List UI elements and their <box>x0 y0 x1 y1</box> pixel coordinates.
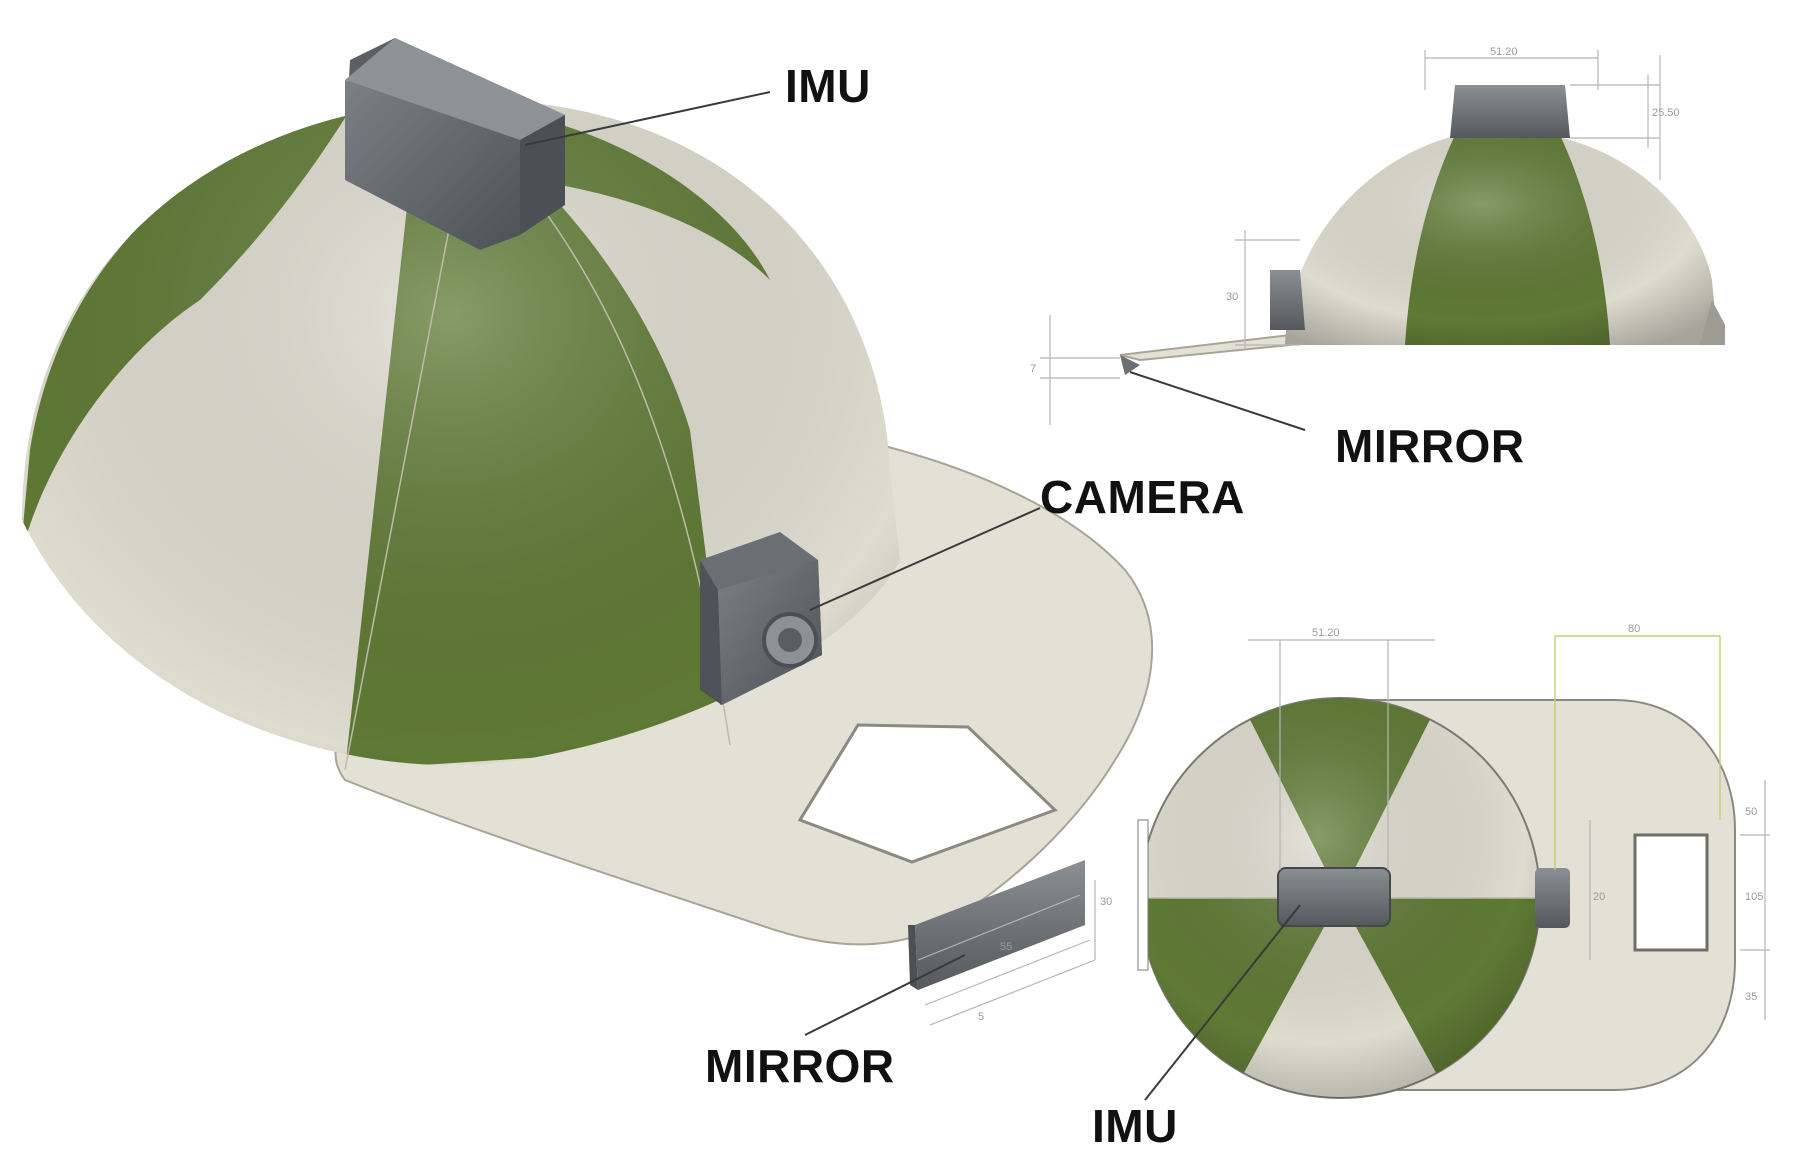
camera-device-main <box>700 532 822 705</box>
side-imu-device <box>1450 85 1570 138</box>
label-imu-top: IMU <box>1092 1100 1178 1152</box>
leader-camera <box>809 507 1041 611</box>
dim-top-right-3: 35 <box>1745 991 1757 1003</box>
side-dimensions: 51.20 25.50 30 7 <box>1030 46 1680 425</box>
top-visor-window <box>1633 833 1709 952</box>
dim-top-camera-1: 20 <box>1593 891 1605 903</box>
dim-top-right-2: 105 <box>1745 891 1763 903</box>
leader-mirror-main <box>804 954 966 1036</box>
main-hat-view: 55 30 5 <box>22 38 1154 1036</box>
top-hat-view: 51.20 80 50 105 35 20 <box>1137 623 1770 1101</box>
label-imu-main: IMU <box>785 60 871 112</box>
top-dimensions: 51.20 80 50 105 35 20 <box>1248 623 1770 1020</box>
leader-imu-main <box>524 91 771 146</box>
leader-imu-top <box>1144 904 1301 1101</box>
side-visor <box>1119 333 1291 362</box>
top-camera-device <box>1535 868 1570 928</box>
dim-main-mirror-len: 55 <box>1000 941 1012 953</box>
dim-top-right-1: 50 <box>1745 806 1757 818</box>
label-mirror-main: MIRROR <box>705 1040 895 1092</box>
label-mirror-side: MIRROR <box>1335 420 1525 472</box>
dim-top-visor-width: 80 <box>1628 623 1640 635</box>
mirror-device-main <box>908 860 1085 990</box>
label-camera: CAMERA <box>1040 471 1245 523</box>
imu-device-main <box>345 38 565 250</box>
dim-main-mirror-d: 5 <box>978 1011 984 1023</box>
dim-top-imu-width: 51.20 <box>1312 627 1340 639</box>
top-imu-device <box>1277 867 1391 927</box>
side-camera-device <box>1270 270 1305 330</box>
dim-side-camera-height: 30 <box>1226 291 1238 303</box>
main-mirror-dimensions: 55 30 5 <box>917 880 1112 1026</box>
side-hat-view: 51.20 25.50 30 7 <box>1030 46 1725 431</box>
visor-window <box>797 723 1058 864</box>
dim-side-height: 25.50 <box>1652 107 1680 119</box>
dim-main-mirror-w: 30 <box>1100 896 1112 908</box>
leader-mirror-side <box>1129 371 1306 431</box>
dim-side-mirror-height: 7 <box>1030 363 1036 375</box>
dim-side-width: 51.20 <box>1490 46 1518 58</box>
